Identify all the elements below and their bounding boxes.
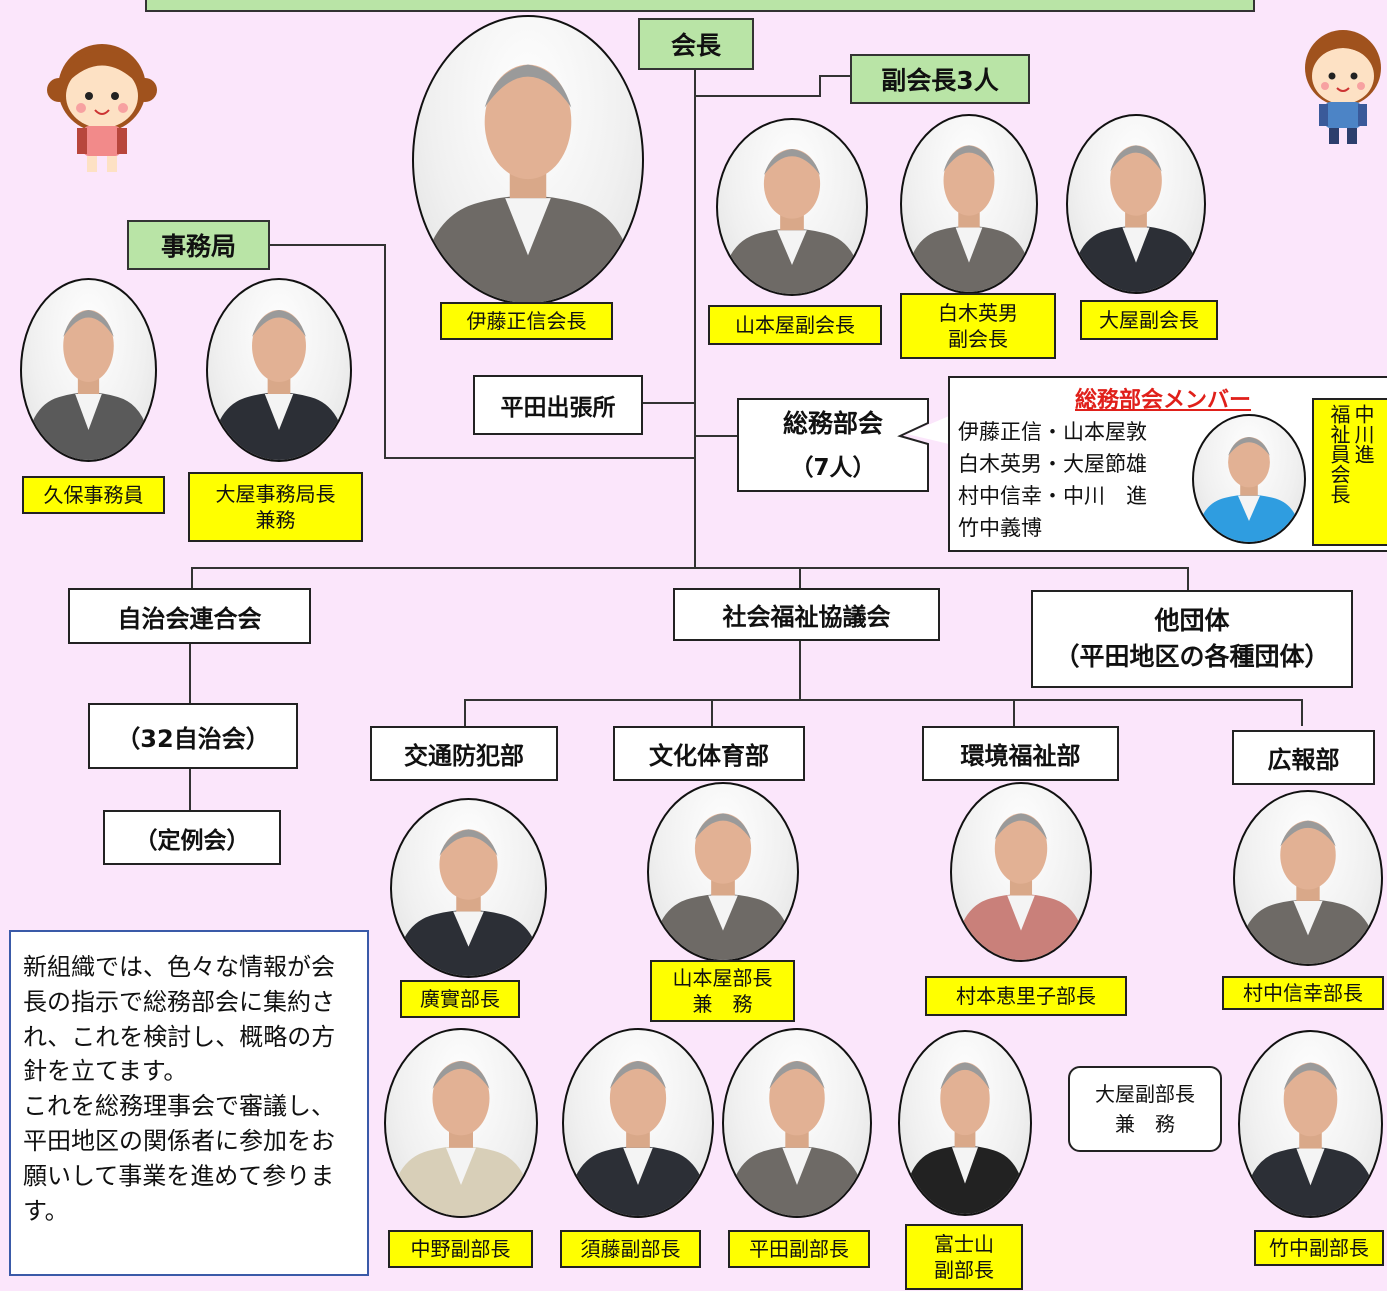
takenaka-name-label: 竹中副部長	[1254, 1230, 1384, 1266]
nakano-photo	[384, 1028, 538, 1218]
environment-head-photo	[950, 782, 1092, 962]
sudo-photo	[562, 1028, 714, 1218]
culture-head-name-label: 山本屋部長 兼 務	[650, 960, 795, 1022]
sudo-name-label: 須藤副部長	[560, 1230, 701, 1268]
nakano-name-label: 中野副部長	[388, 1230, 533, 1268]
dept-traffic-label: 交通防犯部	[404, 742, 524, 770]
welfare-chair-label: 中川進 福祉員会長	[1312, 398, 1387, 546]
hirata-photo	[722, 1028, 872, 1218]
portrait-silhouette	[902, 1062, 1028, 1214]
hirata-name-label: 平田副部長	[728, 1230, 870, 1268]
pr-head-name-label: 村中信幸部長	[1222, 976, 1384, 1010]
general-affairs-title: 総務部会	[782, 409, 883, 438]
secretariat-header-label: 事務局	[160, 232, 236, 261]
pr-head-photo	[1233, 790, 1383, 966]
vice2-photo	[900, 114, 1038, 294]
portrait-silhouette	[24, 310, 153, 460]
secretary-general-name-label: 大屋事務局長 兼務	[188, 472, 363, 542]
vice-presidents-header: 副会長3人	[850, 54, 1030, 104]
council-label: 社会福祉協議会	[722, 603, 891, 631]
dept-environment-label: 環境福祉部	[960, 742, 1081, 770]
council-box: 社会福祉協議会	[673, 588, 940, 641]
secretary-general-photo	[206, 278, 352, 462]
portrait-silhouette	[210, 310, 348, 460]
traffic-head-name-label: 廣實部長	[400, 980, 520, 1018]
member-line-1: 伊藤正信・山本屋敦	[958, 420, 1147, 444]
clerk-photo	[20, 278, 157, 462]
portrait-silhouette	[566, 1061, 710, 1216]
girl-character-illustration	[45, 28, 160, 178]
other-groups-box: 他団体 （平田地区の各種団体）	[1031, 590, 1353, 688]
dept-culture-box: 文化体育部	[613, 726, 805, 781]
dept-environment-box: 環境福祉部	[922, 726, 1119, 781]
president-name-label: 伊藤正信会長	[440, 302, 613, 340]
portrait-silhouette	[720, 149, 864, 294]
general-affairs-callout: 総務部会 （7人）	[700, 390, 960, 500]
portrait-silhouette	[395, 829, 542, 976]
president-header-label: 会長	[670, 31, 721, 60]
callout-pointer	[907, 378, 949, 444]
fujiyama-name-label: 富士山 副部長	[905, 1224, 1023, 1290]
culture-head-photo	[647, 782, 799, 962]
portrait-silhouette	[418, 64, 638, 303]
other-groups-line2: （平田地区の各種団体）	[1054, 642, 1330, 671]
portrait-silhouette	[904, 145, 1034, 292]
associations-label: （32自治会）	[116, 724, 270, 753]
top-banner	[145, 0, 1255, 12]
traffic-head-photo	[390, 798, 547, 978]
associations-box: （32自治会）	[88, 703, 298, 769]
federation-label: 自治会連合会	[117, 604, 262, 633]
portrait-silhouette	[1070, 145, 1202, 292]
general-affairs-count: （7人）	[790, 455, 876, 481]
vice2-name-label: 白木英男 副会長	[900, 293, 1056, 359]
members-box: 総務部会メンバー 伊藤正信・山本屋敦 白木英男・大屋節雄 村中信幸・中川 進 竹…	[948, 376, 1387, 552]
welfare-chair-title: 福祉員会長	[1327, 404, 1351, 504]
regular-meeting-box: （定例会）	[103, 810, 281, 865]
dept-culture-label: 文化体育部	[649, 742, 769, 770]
president-header: 会長	[638, 18, 754, 70]
welfare-chair-photo-front	[1192, 414, 1306, 544]
vice3-photo	[1066, 114, 1206, 294]
portrait-silhouette	[1242, 1062, 1379, 1216]
portrait-silhouette	[389, 1061, 533, 1216]
vice1-name-label: 山本屋副会長	[708, 305, 882, 345]
takenaka-photo	[1238, 1030, 1383, 1218]
member-line-3: 村中信幸・中川 進	[958, 484, 1147, 508]
vice3-name-label: 大屋副会長	[1080, 300, 1218, 340]
oya-deputy-box: 大屋副部長 兼 務	[1068, 1066, 1222, 1152]
portrait-silhouette	[954, 813, 1088, 960]
fujiyama-photo	[898, 1030, 1032, 1216]
branch-office-label: 平田出張所	[500, 395, 616, 421]
dept-pr-box: 広報部	[1232, 730, 1375, 785]
regular-meeting-label: （定例会）	[134, 827, 250, 854]
president-photo	[412, 15, 644, 305]
member-line-2: 白木英男・大屋節雄	[958, 452, 1147, 476]
members-title: 総務部会メンバー	[1075, 388, 1252, 413]
portrait-silhouette	[1237, 820, 1379, 964]
dept-pr-label: 広報部	[1267, 746, 1340, 774]
boy-character-illustration	[1297, 18, 1387, 148]
portrait-silhouette	[726, 1061, 868, 1216]
dept-traffic-box: 交通防犯部	[370, 726, 558, 781]
branch-office-box: 平田出張所	[473, 375, 643, 435]
other-groups-line1: 他団体	[1154, 605, 1230, 635]
member-line-4: 竹中義博	[958, 516, 1042, 540]
vice1-photo	[716, 118, 868, 296]
portrait-silhouette	[1196, 437, 1302, 542]
environment-head-name-label: 村本恵里子部長	[925, 976, 1127, 1016]
description-box: 新組織では、色々な情報が会長の指示で総務部会に集約され、これを検討し、概略の方針…	[9, 930, 369, 1276]
description-text: 新組織では、色々な情報が会長の指示で総務部会に集約され、これを検討し、概略の方針…	[23, 953, 336, 1225]
federation-box: 自治会連合会	[68, 588, 311, 644]
portrait-silhouette	[651, 813, 795, 960]
welfare-chair-name: 中川進	[1351, 404, 1375, 464]
secretariat-header: 事務局	[127, 220, 270, 270]
vice-presidents-header-label: 副会長3人	[881, 66, 999, 95]
clerk-name-label: 久保事務員	[22, 476, 165, 514]
